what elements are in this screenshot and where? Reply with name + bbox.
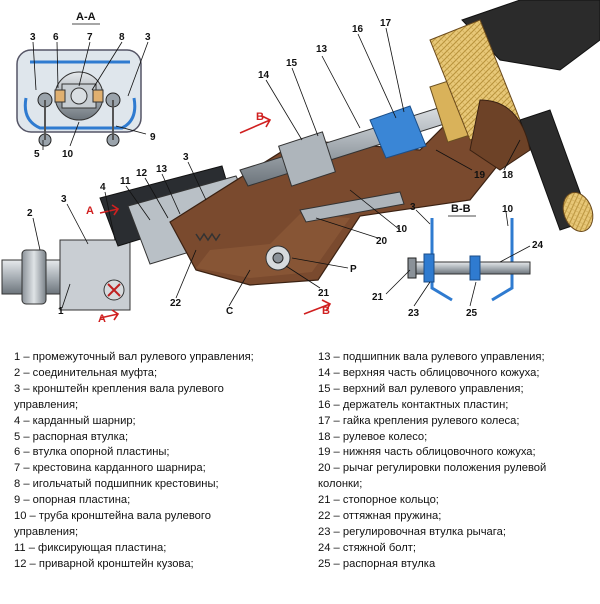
bearing <box>369 105 427 159</box>
section-b-b-title: В-В <box>451 203 471 215</box>
callout-3-section-a-right: 3 <box>145 32 151 43</box>
callout-p: Р <box>350 264 357 275</box>
callout-2: 2 <box>27 208 33 219</box>
section-arrow-a-upper: А <box>86 205 94 217</box>
legend-item: 12 – приварной кронштейн кузова; <box>14 557 194 570</box>
legend-item: 25 – распорная втулка <box>318 557 436 570</box>
legend-item: 19 – нижняя часть облицовочного кожуха; <box>318 446 536 459</box>
callout-22: 22 <box>170 298 182 309</box>
legend-item: 2 – соединительная муфта; <box>14 366 158 379</box>
section-arrow-b-upper: В <box>256 111 264 123</box>
callout-23: 23 <box>408 308 420 319</box>
adjust-lever <box>299 191 405 223</box>
section-arrow-a-lower: А <box>98 313 106 325</box>
legend-item: 8 – игольчатый подшипник крестовины; <box>14 478 219 491</box>
callout-c: С <box>226 306 233 317</box>
callout-11: 11 <box>120 176 131 187</box>
callout-19: 19 <box>474 170 486 181</box>
legend-item: 18 – рулевое колесо; <box>318 430 428 443</box>
legend-item: 11 – фиксирующая пластина; <box>14 541 167 554</box>
steering-column-diagram: А-А <box>1 0 600 325</box>
legend-item: 23 – регулировочная втулка рычага; <box>318 525 506 538</box>
legend-item: 20 – рычаг регулировки положения рулевой… <box>318 462 547 491</box>
callout-16: 16 <box>352 24 364 35</box>
callout-3-section-a-left: 3 <box>30 32 36 43</box>
callout-17: 17 <box>380 18 392 29</box>
return-spring <box>195 232 221 242</box>
legend-item: 21 – стопорное кольцо; <box>318 494 439 507</box>
callout-5: 5 <box>34 149 40 160</box>
legend-item: 1 – промежуточный вал рулевого управлени… <box>14 351 254 363</box>
legend-item: 3 – кронштейн крепления вала рулевого уп… <box>14 382 224 411</box>
callout-21-section-b: 21 <box>372 292 384 303</box>
callout-14: 14 <box>258 70 270 81</box>
legend-item: 10 – труба кронштейна вала рулевого упра… <box>14 510 211 538</box>
callout-3-lower: 3 <box>61 194 67 205</box>
callout-18: 18 <box>502 170 514 181</box>
steering-wheel-rim <box>461 0 600 71</box>
callout-8: 8 <box>119 32 125 43</box>
legend-column-left: 1 – промежуточный вал рулевого управлени… <box>14 350 304 573</box>
callout-20: 20 <box>376 236 388 247</box>
callout-4: 4 <box>100 182 106 193</box>
legend-item: 9 – опорная пластина; <box>14 494 131 507</box>
section-arrow-b-lower: В <box>322 305 330 317</box>
callout-3-middle: 3 <box>183 152 189 163</box>
legend-item: 15 – верхний вал рулевого управления; <box>318 382 524 395</box>
legend-item: 5 – распорная втулка; <box>14 430 129 443</box>
parts-legend: 1 – промежуточный вал рулевого управлени… <box>0 350 600 600</box>
callout-3-section-b: 3 <box>410 202 416 213</box>
section-b-b <box>407 218 531 302</box>
universal-joint <box>59 239 131 311</box>
legend-item: 7 – крестовина карданного шарнира; <box>14 462 206 475</box>
section-a-a <box>16 49 142 147</box>
legend-item: 6 – втулка опорной пластины; <box>14 446 170 459</box>
callout-24: 24 <box>532 240 544 251</box>
steering-column-assembly <box>1 0 600 311</box>
callout-6: 6 <box>53 32 59 43</box>
legend-item: 4 – карданный шарнир; <box>14 414 136 427</box>
coupling <box>21 249 47 305</box>
legend-item: 16 – держатель контактных пластин; <box>318 398 509 411</box>
callout-13-lower: 13 <box>156 164 168 175</box>
callout-7: 7 <box>87 32 93 43</box>
legend-column-right: 13 – подшипник вала рулевого управления;… <box>318 350 594 573</box>
callout-10-section-b: 10 <box>502 204 514 215</box>
callout-9: 9 <box>150 132 156 143</box>
callout-10-section-a: 10 <box>62 149 74 160</box>
callout-13-upper: 13 <box>316 44 328 55</box>
callout-21-main: 21 <box>318 288 330 299</box>
callout-12: 12 <box>136 168 148 179</box>
callout-25: 25 <box>466 308 478 319</box>
legend-item: 17 – гайка крепления рулевого колеса; <box>318 414 520 427</box>
section-a-a-title: А-А <box>76 11 96 23</box>
legend-item: 24 – стяжной болт; <box>318 541 417 554</box>
callout-1: 1 <box>58 306 64 317</box>
callout-15: 15 <box>286 58 298 69</box>
legend-item: 14 – верхняя часть облицовочного кожуха; <box>318 366 540 379</box>
legend-item: 22 – оттяжная пружина; <box>318 510 442 523</box>
legend-item: 13 – подшипник вала рулевого управления; <box>318 351 545 363</box>
callout-10-main: 10 <box>396 224 408 235</box>
